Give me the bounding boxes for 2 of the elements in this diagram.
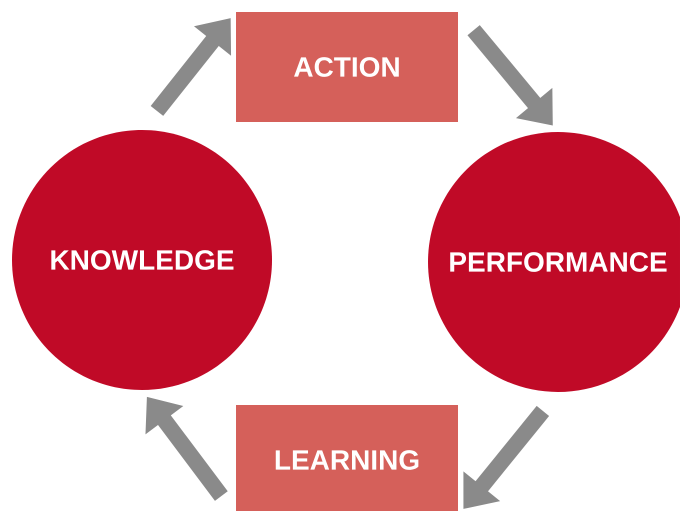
rectangle-node: ACTION — [236, 12, 458, 122]
circle-node: KNOWLEDGE — [12, 130, 272, 390]
